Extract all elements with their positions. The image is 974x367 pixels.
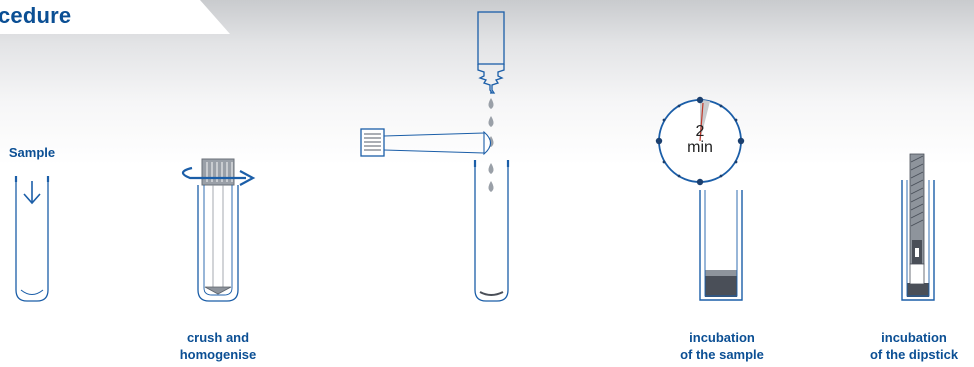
header-tab (0, 0, 230, 34)
page-title: cedure (0, 3, 72, 28)
incubation-sample-tube (699, 190, 743, 301)
step-label-crush: crush and homogenise (160, 329, 276, 363)
sample-label: Sample (8, 145, 56, 160)
incubation-sample-line1: incubation (689, 330, 755, 345)
timer-unit: min (687, 139, 713, 156)
crush-label-line1: crush and (186, 330, 250, 345)
step-label-sample: Sample (0, 144, 64, 161)
step-label-incubation-sample: incubation of the sample (652, 329, 792, 363)
reaction-tube (473, 160, 510, 302)
crush-tube (181, 158, 256, 302)
timer-value: 2 (695, 123, 705, 140)
timer-icon (655, 96, 745, 186)
incubation-sample-line2: of the sample (680, 347, 764, 362)
step-label-incubation-dipstick: incubation of the dipstick (854, 329, 974, 363)
arrow-down-icon (23, 181, 41, 205)
sample-tube (14, 176, 50, 302)
crush-label-line2: homogenise (179, 347, 257, 362)
incubation-dipstick-tube (901, 153, 935, 301)
dip-stick (360, 128, 492, 157)
incubation-dipstick-line2: of the dipstick (869, 347, 959, 362)
dropper-bottle (477, 11, 505, 94)
incubation-dipstick-line1: incubation (881, 330, 947, 345)
timer-readout: 2 min (680, 124, 720, 156)
